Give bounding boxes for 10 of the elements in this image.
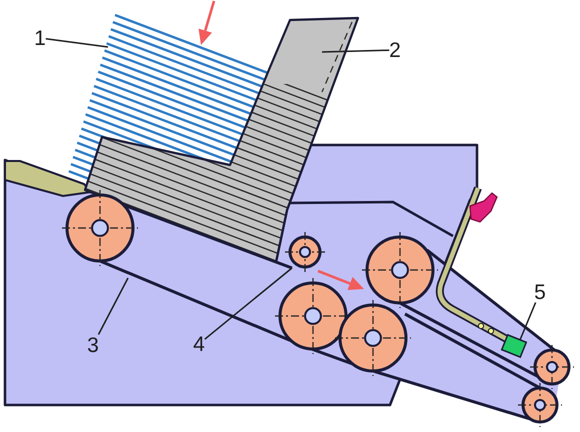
callout-number: 1: [34, 28, 46, 48]
callout-number: 5: [534, 282, 546, 302]
callout-number: 4: [193, 334, 205, 354]
leader-line: [46, 38, 108, 48]
leader-line: [204, 267, 292, 340]
callout-number: 3: [87, 334, 99, 356]
leader-line: [519, 302, 536, 340]
leader-line: [322, 49, 390, 53]
callout-number: 2: [389, 40, 401, 60]
leader-line: [98, 278, 129, 335]
